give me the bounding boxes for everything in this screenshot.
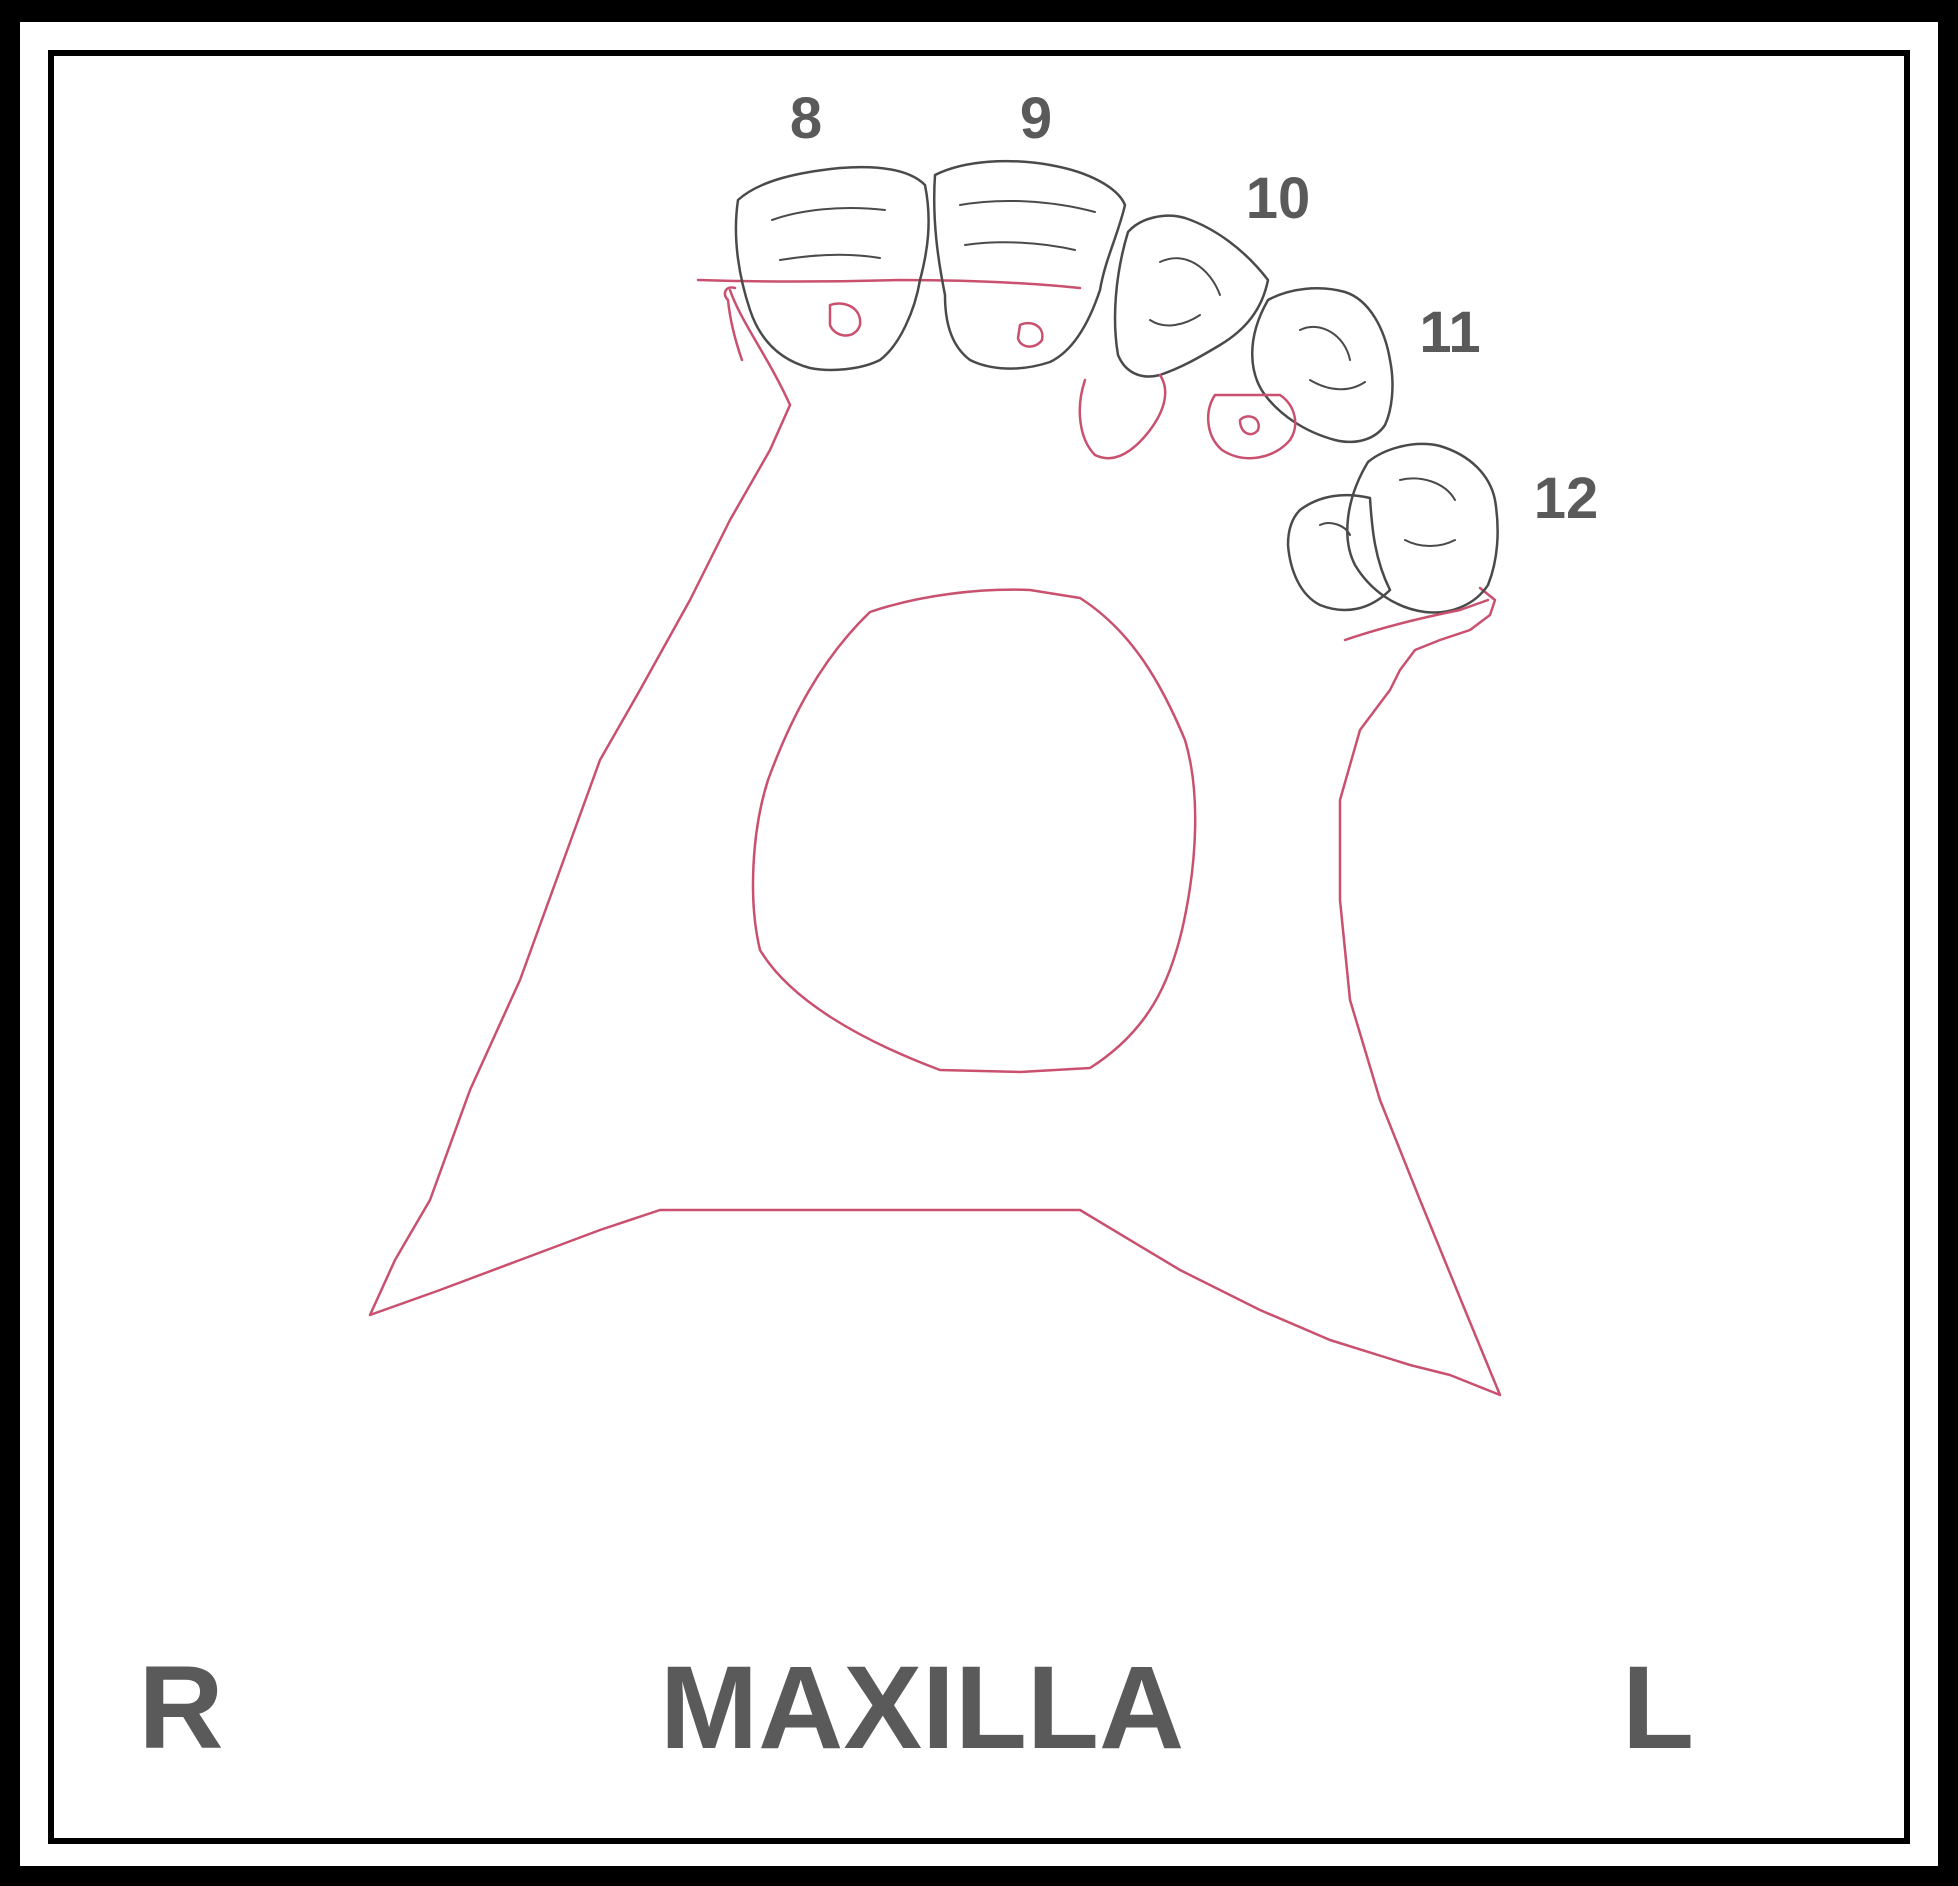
tooth-9-root	[1018, 323, 1042, 346]
tooth-12	[1288, 444, 1498, 640]
left-side-label: L	[1622, 1642, 1694, 1774]
tooth-8-outline	[736, 167, 929, 370]
maxilla-outline	[370, 290, 1500, 1395]
diagram-title: MAXILLA	[660, 1642, 1184, 1774]
tooth-number-10: 10	[1246, 166, 1311, 231]
tooth-11-root	[1208, 395, 1295, 458]
tooth-10-detail	[1150, 258, 1220, 325]
tooth-8-root	[830, 304, 860, 336]
tooth-9	[934, 161, 1125, 368]
tooth-number-12: 12	[1534, 466, 1599, 531]
tooth-9-detail	[960, 201, 1095, 250]
tooth-12-lingual-cusp	[1288, 495, 1390, 610]
tooth-12-detail	[1320, 478, 1455, 546]
tooth-10-outline	[1115, 216, 1268, 377]
palatal-opening	[753, 590, 1195, 1072]
tooth-10-root	[1080, 375, 1165, 458]
right-side-label: R	[138, 1642, 223, 1774]
tooth-8	[736, 167, 929, 370]
tooth-11	[1208, 288, 1392, 458]
tooth-number-11: 11	[1419, 300, 1480, 365]
tooth-11-detail	[1300, 327, 1365, 389]
tooth-9-outline	[934, 161, 1125, 368]
tooth-11-outline	[1252, 288, 1392, 442]
tooth-number-8: 8	[790, 86, 822, 151]
incisal-ridge-line	[698, 280, 1080, 288]
tooth-8-detail	[772, 208, 885, 260]
tooth-number-9: 9	[1020, 86, 1052, 151]
tooth-12-outline	[1347, 444, 1497, 613]
